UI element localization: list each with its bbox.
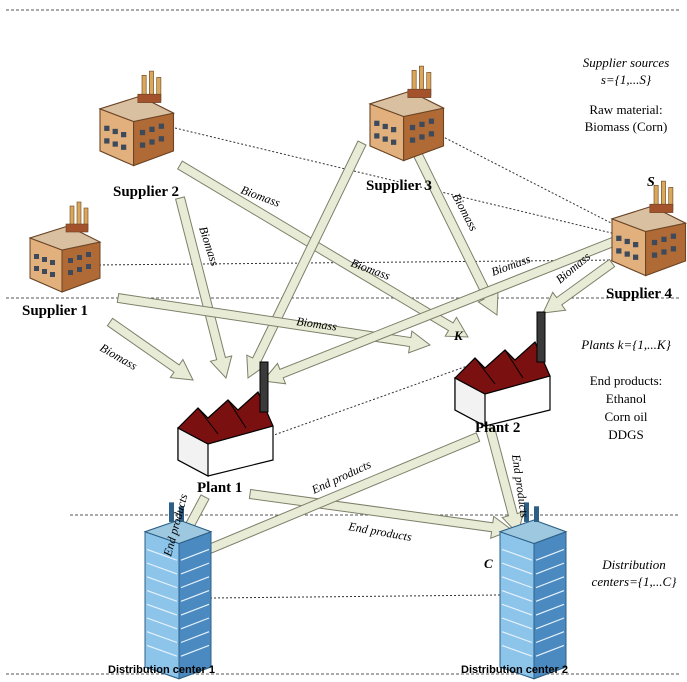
plant-2-icon xyxy=(454,311,551,427)
flow-arrow-supplier-2-to-plant-1 xyxy=(174,196,233,380)
distribution-center-2-icon xyxy=(499,501,567,680)
flow-label-end-products: End products xyxy=(346,519,413,544)
flow-arrow-supplier-3-to-plant-2 xyxy=(413,152,499,316)
dotted-connectors xyxy=(94,124,621,599)
flow-label-biomass: Biomass xyxy=(98,340,141,373)
flow-label-biomass: Biomass xyxy=(296,314,339,334)
end-product-corn-oil: Corn oil xyxy=(605,409,648,424)
flow-arrow-supplier-4-to-plant-1 xyxy=(262,235,621,385)
raw-material-value: Biomass (Corn) xyxy=(585,119,668,134)
plants-set: Plants k={1,...K} xyxy=(580,337,671,352)
supplier-2-factory-icon xyxy=(99,70,175,167)
flow-arrow-supplier-1-to-plant-1 xyxy=(106,317,194,381)
supplier-1-factory-icon xyxy=(29,201,101,293)
flow-arrows xyxy=(106,140,621,567)
flow-arrow-supplier-4-to-plant-2 xyxy=(542,258,616,314)
raw-material-label: Raw material: xyxy=(589,102,662,117)
dc-2-label: Distribution center 2 xyxy=(461,664,568,676)
plant-k-marker: K xyxy=(453,328,464,343)
flow-arrow-supplier-1-to-plant-2 xyxy=(116,293,432,354)
dc-1-label: Distribution center 1 xyxy=(108,664,215,676)
supplier-s-marker: S xyxy=(647,175,655,190)
supplier-3-factory-icon xyxy=(369,65,445,162)
supplier-4-factory-icon xyxy=(611,180,687,277)
supplier-4-label: Supplier 4 xyxy=(606,286,672,302)
supplier-sources-set: s={1,...S} xyxy=(601,72,652,87)
dc-c-marker: C xyxy=(484,556,493,571)
end-product-ddgs: DDGS xyxy=(608,427,643,442)
supplier-2-label: Supplier 2 xyxy=(113,184,179,200)
flow-arrow-supplier-2-to-plant-2 xyxy=(177,160,469,338)
plant-2-label: Plant 2 xyxy=(475,420,520,436)
end-product-ethanol: Ethanol xyxy=(606,391,647,406)
dc-set: centers={1,...C} xyxy=(592,574,678,589)
plant-1-label: Plant 1 xyxy=(197,480,242,496)
supplier-3-label: Supplier 3 xyxy=(366,178,432,194)
dc-title: Distribution xyxy=(601,557,666,572)
supplier-1-label: Supplier 1 xyxy=(22,303,88,319)
supplier-sources-title: Supplier sources xyxy=(583,55,670,70)
flow-arrow-plant-2-to-dc-2 xyxy=(484,426,525,536)
end-products-label: End products: xyxy=(590,373,663,388)
